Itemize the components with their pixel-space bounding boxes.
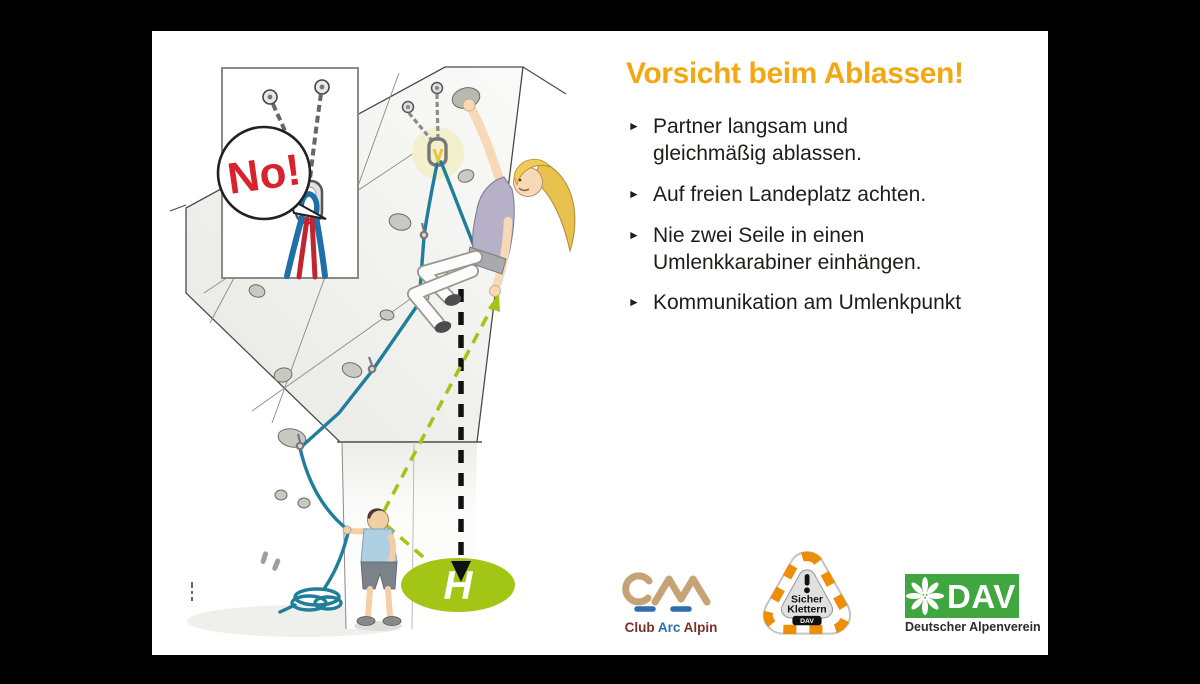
bullet-marker-icon: ► bbox=[628, 227, 640, 242]
page-title: Vorsicht beim Ablassen! bbox=[626, 57, 964, 90]
drop-line bbox=[451, 289, 471, 582]
climbing-illustration: H bbox=[169, 66, 576, 637]
climbing-shoe bbox=[434, 321, 452, 333]
anchor-chain-right bbox=[435, 93, 440, 142]
bullet-item: ►Auf freien Landeplatz achten. bbox=[628, 182, 927, 206]
no-label: No! bbox=[224, 145, 303, 204]
edelweiss-icon bbox=[906, 577, 944, 615]
sight-arrowhead-down bbox=[429, 560, 447, 577]
bullet-item: ►Kommunikation am Umlenkpunkt bbox=[628, 291, 962, 315]
landing-zone-marker: H bbox=[401, 558, 515, 612]
climber-hair bbox=[533, 160, 576, 253]
dav-caption: Deutscher Alpenverein bbox=[905, 620, 1041, 634]
sight-arrowhead-up bbox=[488, 293, 500, 312]
sicher-klettern-icon: Sicher Klettern DAV bbox=[762, 551, 852, 635]
dav-green-box: DAV bbox=[905, 574, 1019, 618]
sk-line2: Klettern bbox=[787, 605, 826, 616]
anchor-sling bbox=[432, 148, 444, 166]
sk-badge: DAV bbox=[800, 618, 814, 625]
logo-dav: DAV Deutscher Alpenverein bbox=[905, 574, 1041, 634]
quickdraws bbox=[295, 222, 429, 451]
caa-caption-alpin: Alpin bbox=[683, 620, 718, 635]
belayer-hair bbox=[367, 508, 385, 519]
sight-lines bbox=[382, 293, 500, 577]
top-anchor bbox=[401, 81, 448, 167]
belayer-shorts bbox=[360, 561, 398, 590]
logo-caa: Club Arc Alpin bbox=[615, 568, 727, 635]
climber-smile bbox=[518, 187, 530, 192]
bullet-marker-icon: ► bbox=[628, 119, 640, 133]
bullet-marker-icon: ► bbox=[628, 186, 640, 201]
text-column: Vorsicht beim Ablassen! ►Partner langsam… bbox=[626, 57, 994, 331]
sk-line1: Sicher bbox=[791, 594, 823, 605]
climber bbox=[407, 87, 576, 333]
climbing-shoe bbox=[444, 294, 462, 306]
anchor-highlight-glow bbox=[412, 127, 464, 179]
bullet-marker-icon: ► bbox=[628, 295, 640, 310]
logo-sicher-klettern: Sicher Klettern DAV bbox=[759, 547, 855, 643]
no-speech-bubble: No! bbox=[216, 125, 327, 221]
belayer bbox=[342, 508, 402, 631]
footprint-marks bbox=[260, 551, 281, 571]
caa-caption-club: Club bbox=[624, 620, 655, 635]
rope bbox=[278, 160, 478, 614]
slide-content: H bbox=[152, 31, 1048, 655]
dav-acronym: DAV bbox=[947, 577, 1016, 615]
climber-pants bbox=[407, 250, 483, 330]
caa-monogram-icon bbox=[622, 572, 711, 612]
inset-no-panel: No! bbox=[216, 67, 359, 280]
caa-caption-arc: Arc bbox=[657, 620, 681, 635]
drop-arrowhead bbox=[451, 561, 471, 582]
caa-caption: Club Arc Alpin bbox=[615, 620, 727, 635]
